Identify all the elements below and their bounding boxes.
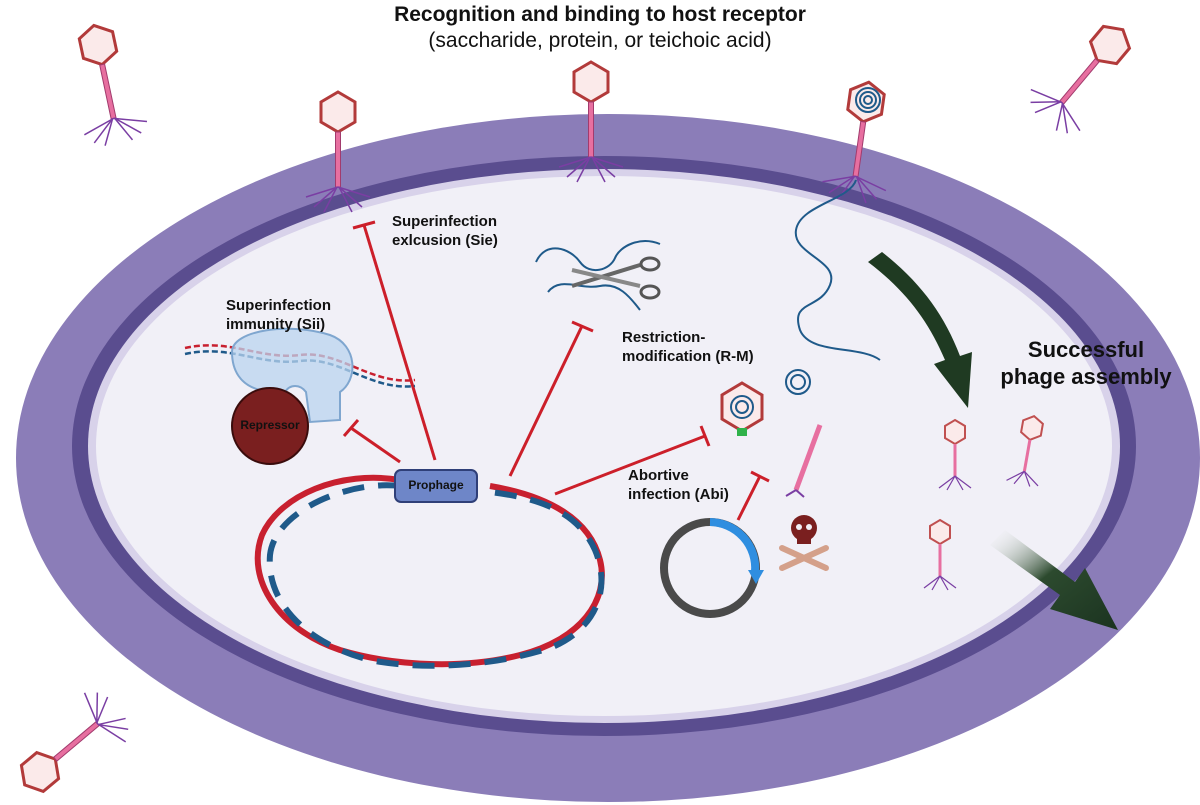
repressor-circle bbox=[231, 387, 309, 465]
label-sii: Superinfection immunity (Sii) bbox=[226, 296, 331, 334]
label-abi: Abortive infection (Abi) bbox=[628, 466, 729, 504]
label-sie-line-1: Superinfection bbox=[392, 213, 498, 230]
cytoplasm bbox=[96, 176, 1112, 716]
bacterial-cell bbox=[16, 114, 1200, 802]
inhibit-abi bbox=[554, 434, 706, 496]
host-chromosome bbox=[254, 474, 605, 669]
sii-protein bbox=[230, 327, 354, 424]
inhibit-rm bbox=[508, 325, 584, 477]
skull-icon bbox=[779, 515, 829, 571]
label-assembly-line-1: Successful bbox=[1027, 337, 1145, 362]
label-rm-line-1: Restriction- bbox=[622, 329, 706, 346]
label-assembly-line-2: phage assembly bbox=[1000, 364, 1172, 389]
free-phage-bottom-left bbox=[2, 681, 139, 805]
label-sie: Superinfection exlcusion (Sie) bbox=[392, 212, 498, 250]
label-abi-line-2: infection (Abi) bbox=[628, 486, 729, 503]
label-assembly: Successful phage assembly bbox=[1000, 336, 1172, 390]
repressor-label: Repressor bbox=[240, 418, 300, 432]
title-line-2: (saccharide, protein, or teichoic acid) bbox=[428, 29, 772, 52]
assembly-arrow-top bbox=[868, 252, 972, 408]
abi-plasmid bbox=[660, 518, 764, 618]
label-rm-line-2: modification (R-M) bbox=[622, 348, 754, 365]
sii-complex bbox=[184, 327, 416, 465]
inhibit-sii bbox=[350, 426, 401, 464]
restriction-modification-icon bbox=[535, 240, 661, 311]
label-sii-line-1: Superinfection bbox=[226, 297, 332, 314]
abi-phage-parts bbox=[720, 369, 823, 498]
label-rm: Restriction- modification (R-M) bbox=[622, 328, 754, 366]
title-line-1: Recognition and binding to host receptor bbox=[394, 3, 806, 26]
label-sie-line-2: exlcusion (Sie) bbox=[392, 232, 498, 249]
inhibit-sie bbox=[362, 224, 437, 461]
injected-phage-dna bbox=[794, 179, 881, 361]
inhibit-abi-2 bbox=[736, 475, 762, 521]
phage-dna-coil bbox=[855, 87, 881, 113]
label-abi-line-1: Abortive bbox=[628, 467, 689, 484]
prophage-box bbox=[394, 469, 478, 503]
assembly-arrow-bottom bbox=[990, 530, 1118, 630]
inhibition-lines bbox=[342, 220, 770, 521]
prophage-label: Prophage bbox=[408, 478, 464, 492]
label-sii-line-2: immunity (Sii) bbox=[226, 316, 326, 333]
